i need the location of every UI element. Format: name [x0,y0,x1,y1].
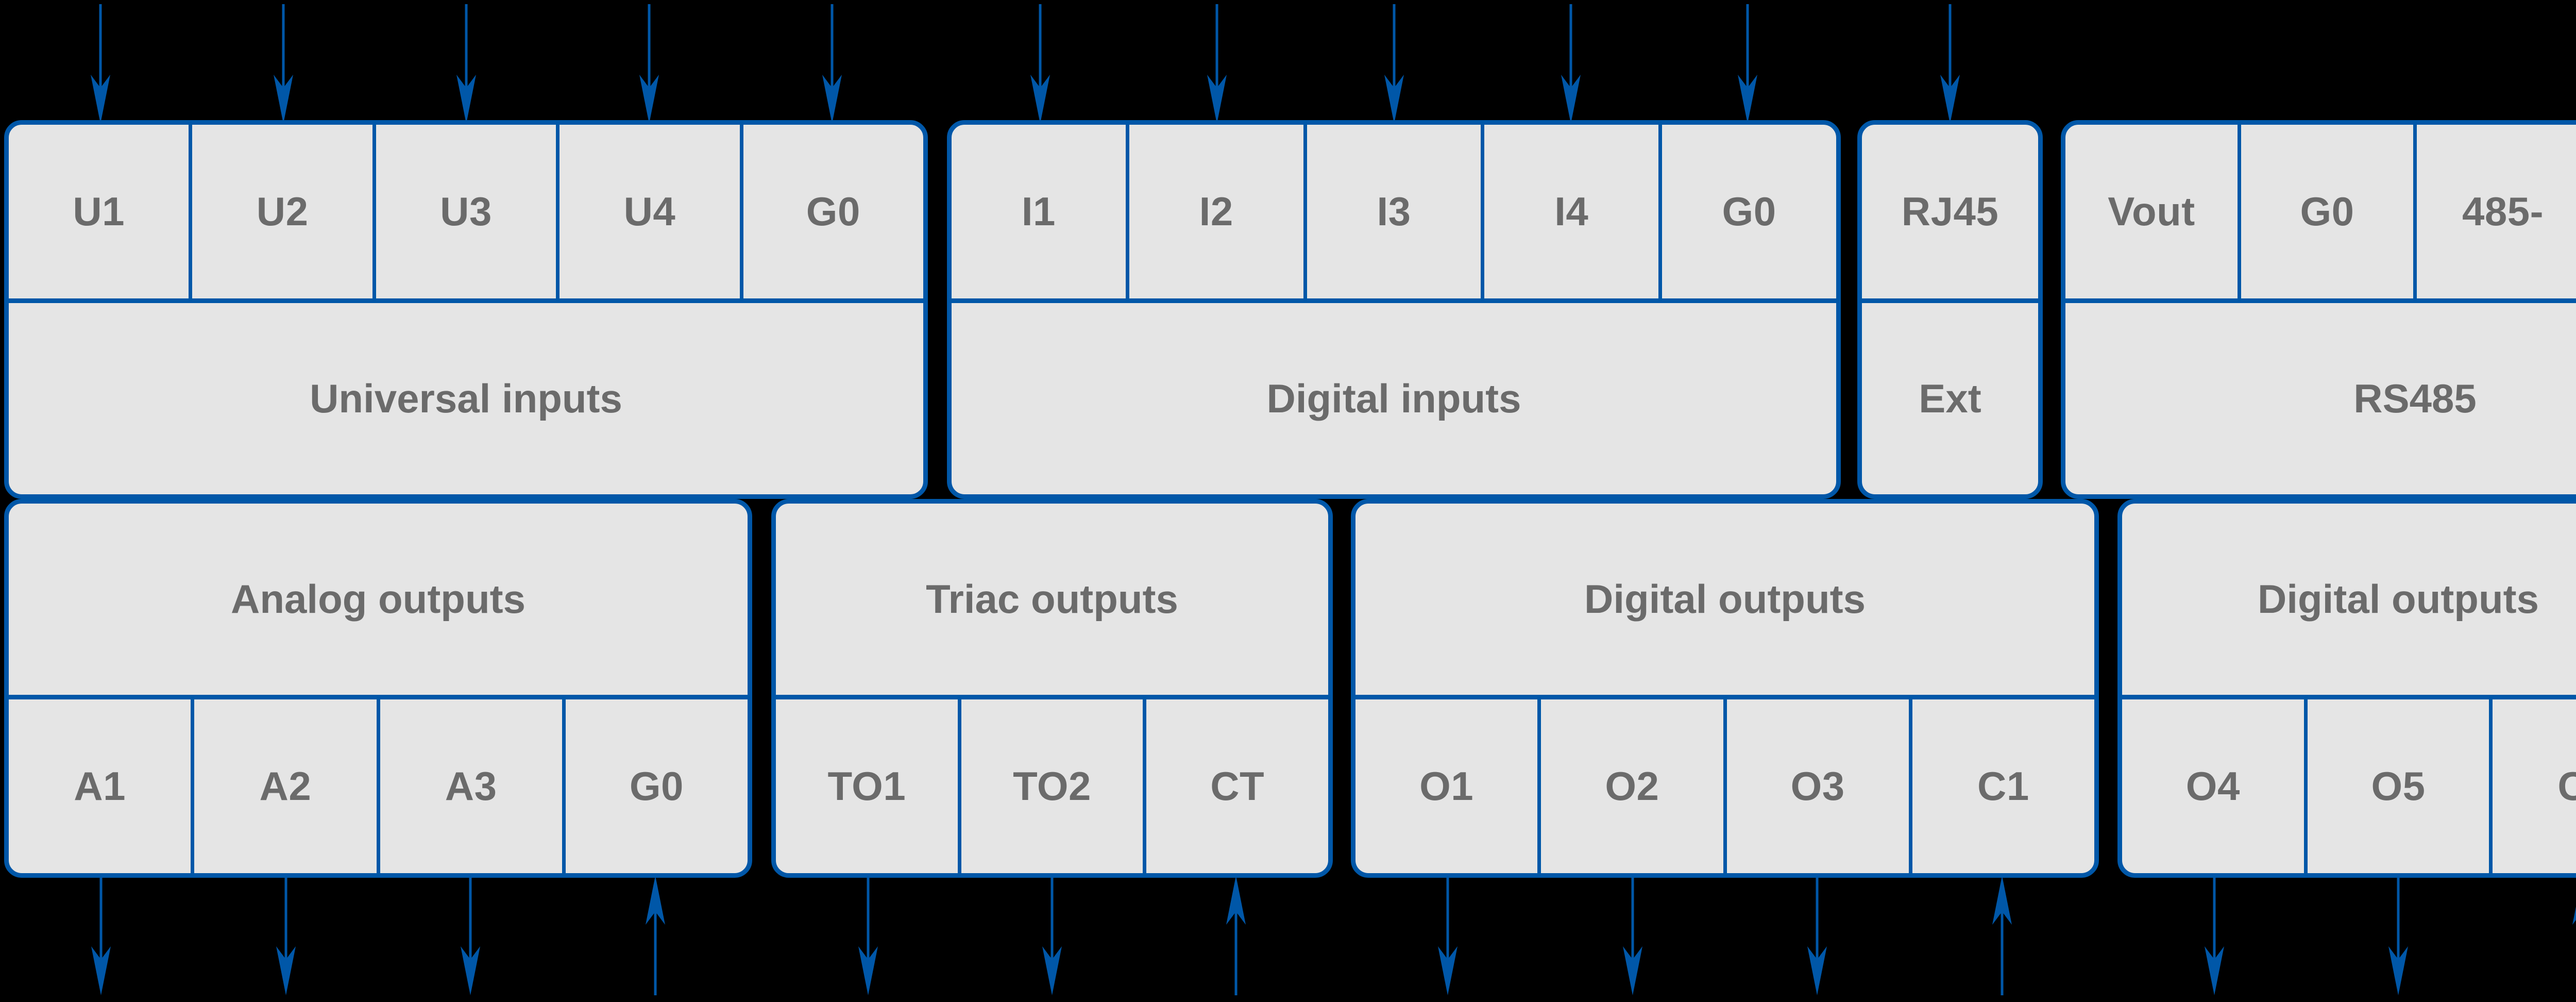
signal-arrow-down-o3 [1805,876,1829,995]
terminal-strip: O4O5C2 [2122,695,2576,873]
signal-arrow-down-a3 [459,876,482,995]
signal-arrow-down-g0 [1736,4,1759,124]
terminal-pin-g0[interactable]: G0 [1722,189,1776,234]
signal-arrow-down-o2 [1621,876,1645,995]
terminal-pin-to1[interactable]: TO1 [776,699,961,873]
terminal-pin-a3[interactable]: A3 [380,699,566,873]
terminal-pin-i3[interactable]: I3 [1307,125,1485,298]
group-label-analog-outputs: Analog outputs [231,576,526,622]
signal-arrow-down-to1 [856,876,880,995]
group-label-ext-left: Ext [1919,376,1981,422]
group-label-triac-outputs: Triac outputs [926,576,1178,622]
terminal-pin-o5[interactable]: O5 [2308,699,2493,873]
group-label-universal-inputs: Universal inputs [310,376,622,422]
terminal-pin-u1[interactable]: U1 [9,125,193,298]
signal-arrow-down-to2 [1040,876,1064,995]
terminal-pin-i2[interactable]: I2 [1129,125,1307,298]
signal-arrow-down-g0 [820,4,844,124]
signal-arrow-up-c2 [2570,876,2576,995]
signal-arrow-up-g0 [643,876,667,995]
signal-arrow-down-i3 [1382,4,1406,124]
terminal-pin-vout[interactable]: Vout [2065,125,2241,298]
terminal-pin-a1[interactable]: A1 [9,699,195,873]
terminal-pin-g0[interactable]: G0 [806,189,860,234]
terminal-pin-g0[interactable]: G0 [2241,125,2417,298]
signal-arrow-down-a1 [89,876,113,995]
signal-arrow-down-u4 [637,4,661,124]
signal-arrow-down-o5 [2386,876,2410,995]
terminal-pin-o2[interactable]: O2 [1541,699,1727,873]
terminal-pin-g0[interactable]: G0 [629,763,684,809]
signal-arrow-down-a2 [274,876,298,995]
terminal-pin-o3[interactable]: O3 [1727,699,1912,873]
terminal-pin-a2[interactable]: A2 [194,699,380,873]
group-label-digital-outputs-2: Digital outputs [2258,576,2539,622]
terminal-pin-i4[interactable]: I4 [1484,125,1663,298]
signal-arrow-up-ct [1224,876,1248,995]
terminal-pin-i1[interactable]: I1 [952,125,1129,298]
signal-arrow-down-i4 [1559,4,1583,124]
terminal-pin-to2[interactable]: TO2 [961,699,1147,873]
signal-arrow-down-o1 [1436,876,1460,995]
group-label-rs485: RS485 [2353,376,2477,422]
signal-arrow-down-u3 [454,4,478,124]
group-digital-outputs-2: O4O5C2 Digital outputs [2117,499,2576,878]
terminal-pin-485-[interactable]: 485- [2417,125,2576,298]
terminal-pin-u2[interactable]: U2 [192,125,376,298]
signal-arrow-down-u1 [89,4,112,124]
signal-arrow-down-rj45 [1938,4,1962,124]
signal-arrow-up-c1 [1990,876,2014,995]
terminal-pin-c1[interactable]: C1 [1977,763,2029,809]
terminal-pin-u3[interactable]: U3 [376,125,560,298]
signal-arrow-down-i2 [1205,4,1229,124]
terminal-pin-u4[interactable]: U4 [560,125,743,298]
terminal-pin-c2[interactable]: C2 [2493,699,2576,873]
terminal-pin-o1[interactable]: O1 [1355,699,1541,873]
group-label-digital-inputs: Digital inputs [1266,376,1521,422]
terminal-strip: RJ45 [1862,125,2038,303]
group-label-digital-outputs-1: Digital outputs [1584,576,1866,622]
terminal-pin-ct[interactable]: CT [1210,763,1265,809]
signal-arrow-down-o4 [2202,876,2226,995]
signal-arrow-down-i1 [1028,4,1052,124]
terminal-pin-o4[interactable]: O4 [2122,699,2308,873]
signal-arrow-down-u2 [272,4,295,124]
terminal-pin-rj45[interactable]: RJ45 [1901,189,1999,234]
